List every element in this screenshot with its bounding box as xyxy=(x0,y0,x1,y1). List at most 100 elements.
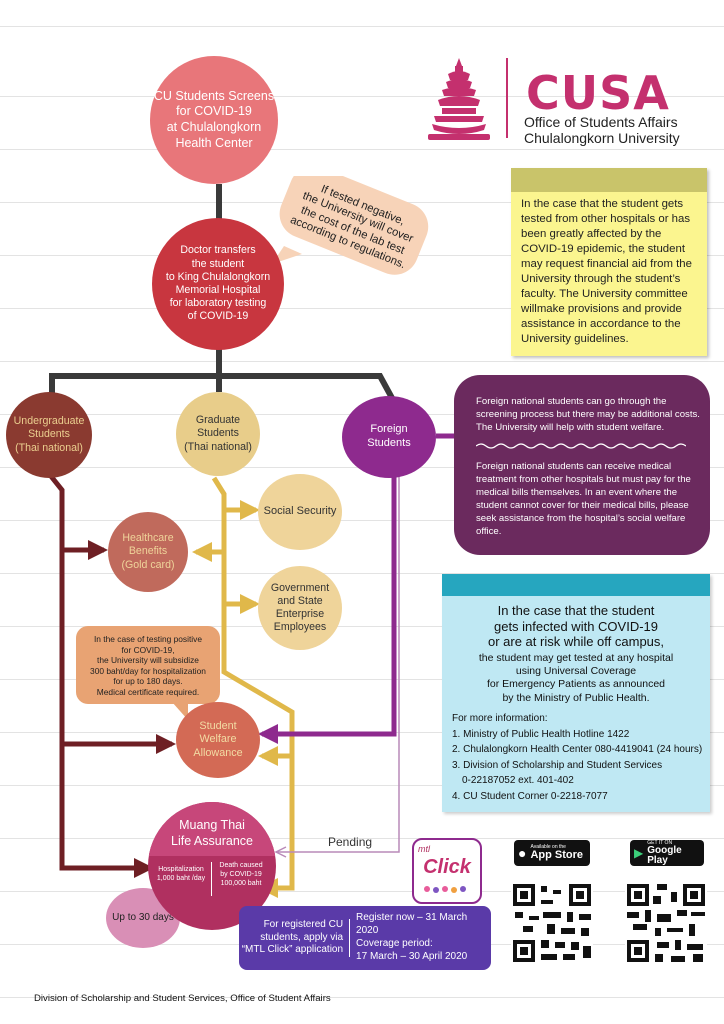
google-play-small: GET IT ON xyxy=(647,839,673,846)
death-line-2: by COVID-19 xyxy=(220,870,262,878)
contact-item-4: 4. CU Student Corner 0-2218-7077 xyxy=(452,790,608,802)
mtl-left-2: students, apply via xyxy=(260,931,344,943)
financial-aid-text: In the case that the student gets tested… xyxy=(521,198,692,346)
off-campus-body-4: by the Ministry of Public Health. xyxy=(502,691,650,704)
mtl-right-1: Register now – 31 March 2020 xyxy=(356,912,468,937)
positive-line-1: In the case of testing positive xyxy=(93,634,202,644)
positive-line-4: 300 baht/day for hospitalization xyxy=(90,665,206,676)
death-line-1: Death caused xyxy=(219,862,263,869)
contact-item-3-phone: 0-22187052 ext. 401-402 xyxy=(462,775,574,787)
foreign-info-p2: Foreign national students can receive me… xyxy=(476,461,691,538)
mtl-right-2: Coverage period: xyxy=(356,938,433,949)
google-play-icon: ▶ xyxy=(634,846,644,860)
contact-item-2: 2. Chulalongkorn Health Center 080-44190… xyxy=(452,744,703,756)
positive-line-3: the University will subsidize xyxy=(97,655,199,665)
contact-item-3: 3. Division of Scholarship and Student S… xyxy=(452,759,663,771)
muang-thai-node: Muang Thai Life Assurance Hospitalizatio… xyxy=(148,802,276,930)
mtl-registration-box: For registered CU students, apply via “M… xyxy=(239,906,491,970)
positive-line-6: Medical certificate required. xyxy=(96,686,200,697)
pending-label: Pending xyxy=(328,835,373,849)
social-security-node: Social Security xyxy=(258,474,342,550)
off-campus-title-3: or are at risk while off campus, xyxy=(487,634,665,650)
off-campus-title: In the case that the student gets infect… xyxy=(442,603,710,650)
government-employees-node: Government and State Enterprise Employee… xyxy=(258,566,342,650)
muang-thai-line-1: Muang Thai xyxy=(179,818,245,832)
welfare-allowance-node: Student Welfare Allowance xyxy=(176,702,260,778)
positive-line-2: for COVID-19, xyxy=(121,644,175,655)
google-play-big: Google Play xyxy=(647,844,682,866)
doctor-line-2: the student xyxy=(191,257,245,270)
healthcare-line-3: (Gold card) xyxy=(121,558,175,571)
cusa-logo-subtitle: Office of Students Affairs Chulalongkorn… xyxy=(524,114,680,146)
screening-line-1: CU Students Screens xyxy=(153,88,275,103)
mtl-logo-small: mtl xyxy=(418,844,430,854)
doctor-line-5: for laboratory testing xyxy=(169,297,267,310)
note-header-band xyxy=(511,168,707,192)
positive-test-bubble: In the case of testing positive for COVI… xyxy=(76,626,220,722)
muang-thai-line-2: Life Assurance xyxy=(171,833,253,848)
undergraduate-node: Undergraduate Students (Thai national) xyxy=(6,392,92,478)
off-campus-title-1: In the case that the student xyxy=(497,603,655,618)
app-store-badge[interactable]: ● Available on the App Store xyxy=(514,840,590,866)
off-campus-body-1: the student may get tested at any hospit… xyxy=(478,651,674,664)
healthcare-line-2: Benefits xyxy=(128,545,168,558)
government-line-4: Employees xyxy=(273,621,327,634)
mtl-logo-big: Click xyxy=(423,856,471,878)
undergrad-line-1: Undergraduate xyxy=(13,415,85,428)
welfare-line-2: Welfare xyxy=(199,733,237,746)
contact-list: For more information: 1. Ministry of Pub… xyxy=(442,705,710,804)
footer-credit: Division of Scholarship and Student Serv… xyxy=(34,993,331,1004)
doctor-line-3: to King Chulalongkorn xyxy=(165,270,271,283)
graduate-line-3: (Thai national) xyxy=(184,440,252,453)
google-play-badge[interactable]: ▶ GET IT ON Google Play xyxy=(630,840,704,866)
doctor-line-4: Memorial Hospital xyxy=(175,284,261,296)
mtl-apply-text: For registered CU students, apply via “M… xyxy=(239,918,351,958)
off-campus-body-2: using Universal Coverage xyxy=(515,665,637,678)
mtl-left-1: For registered CU xyxy=(263,918,344,930)
doctor-transfer-node: Doctor transfers the student to King Chu… xyxy=(152,218,284,350)
financial-aid-note: In the case that the student gets tested… xyxy=(511,168,707,356)
off-campus-info-box: In the case that the student gets infect… xyxy=(442,574,710,812)
welfare-line-1: Student xyxy=(199,719,237,732)
screening-line-4: Health Center xyxy=(175,135,253,150)
social-security-label: Social Security xyxy=(263,505,337,518)
undergrad-line-3: (Thai national) xyxy=(15,441,83,454)
wave-divider xyxy=(475,443,687,449)
off-campus-body-3: for Emergency Patients as announced xyxy=(486,678,666,691)
graduate-node: Graduate Students (Thai national) xyxy=(176,392,260,476)
google-play-qr-code[interactable] xyxy=(625,882,707,964)
chula-crest-icon xyxy=(428,58,490,140)
logo-sub-line-2: Chulalongkorn University xyxy=(524,130,680,147)
government-line-2: and State xyxy=(277,594,323,607)
apple-icon: ● xyxy=(518,845,527,861)
foreign-node: Foreign Students xyxy=(342,396,436,478)
healthcare-benefits-node: Healthcare Benefits (Gold card) xyxy=(108,512,188,592)
government-line-3: Enterprise xyxy=(275,608,325,620)
foreign-info-p1: Foreign national students can go through… xyxy=(476,396,700,434)
screening-line-3: at Chulalongkorn xyxy=(166,120,262,134)
app-store-qr-code[interactable] xyxy=(511,882,593,964)
app-store-big: App Store xyxy=(530,849,584,861)
screening-line-2: for COVID-19 xyxy=(176,104,252,119)
hosp-line-1: Hospitalization xyxy=(158,866,204,873)
off-campus-title-2: gets infected with COVID-19 xyxy=(493,618,659,634)
blue-header-band xyxy=(442,574,710,596)
negative-test-bubble: If tested negative, the University will … xyxy=(262,176,434,275)
welfare-line-3: Allowance xyxy=(193,746,243,759)
logo-sub-line-1: Office of Students Affairs xyxy=(524,114,678,130)
app-store-small: Available on the xyxy=(530,844,566,850)
positive-line-5: for up to 180 days. xyxy=(113,676,183,686)
contact-item-1: 1. Ministry of Public Health Hotline 142… xyxy=(452,728,630,740)
more-info-heading: For more information: xyxy=(452,713,548,725)
screening-node: CU Students Screens for COVID-19 at Chul… xyxy=(150,56,278,184)
mtl-dates-text: Register now – 31 March 2020 Coverage pe… xyxy=(350,912,491,963)
doctor-line-1: Doctor transfers xyxy=(180,244,256,257)
up-to-30-days-node: Up to 30 days xyxy=(106,888,180,948)
cusa-logo-text: CUSA xyxy=(526,66,670,120)
mtl-left-3: “MTL Click” application xyxy=(241,944,344,956)
up-to-label: Up to 30 days xyxy=(112,911,174,923)
hosp-line-2: 1,000 baht /day xyxy=(156,874,206,882)
graduate-line-2: Students xyxy=(197,427,239,440)
foreign-info-box: Foreign national students can go through… xyxy=(454,375,710,555)
foreign-line-1: Foreign xyxy=(370,423,408,436)
